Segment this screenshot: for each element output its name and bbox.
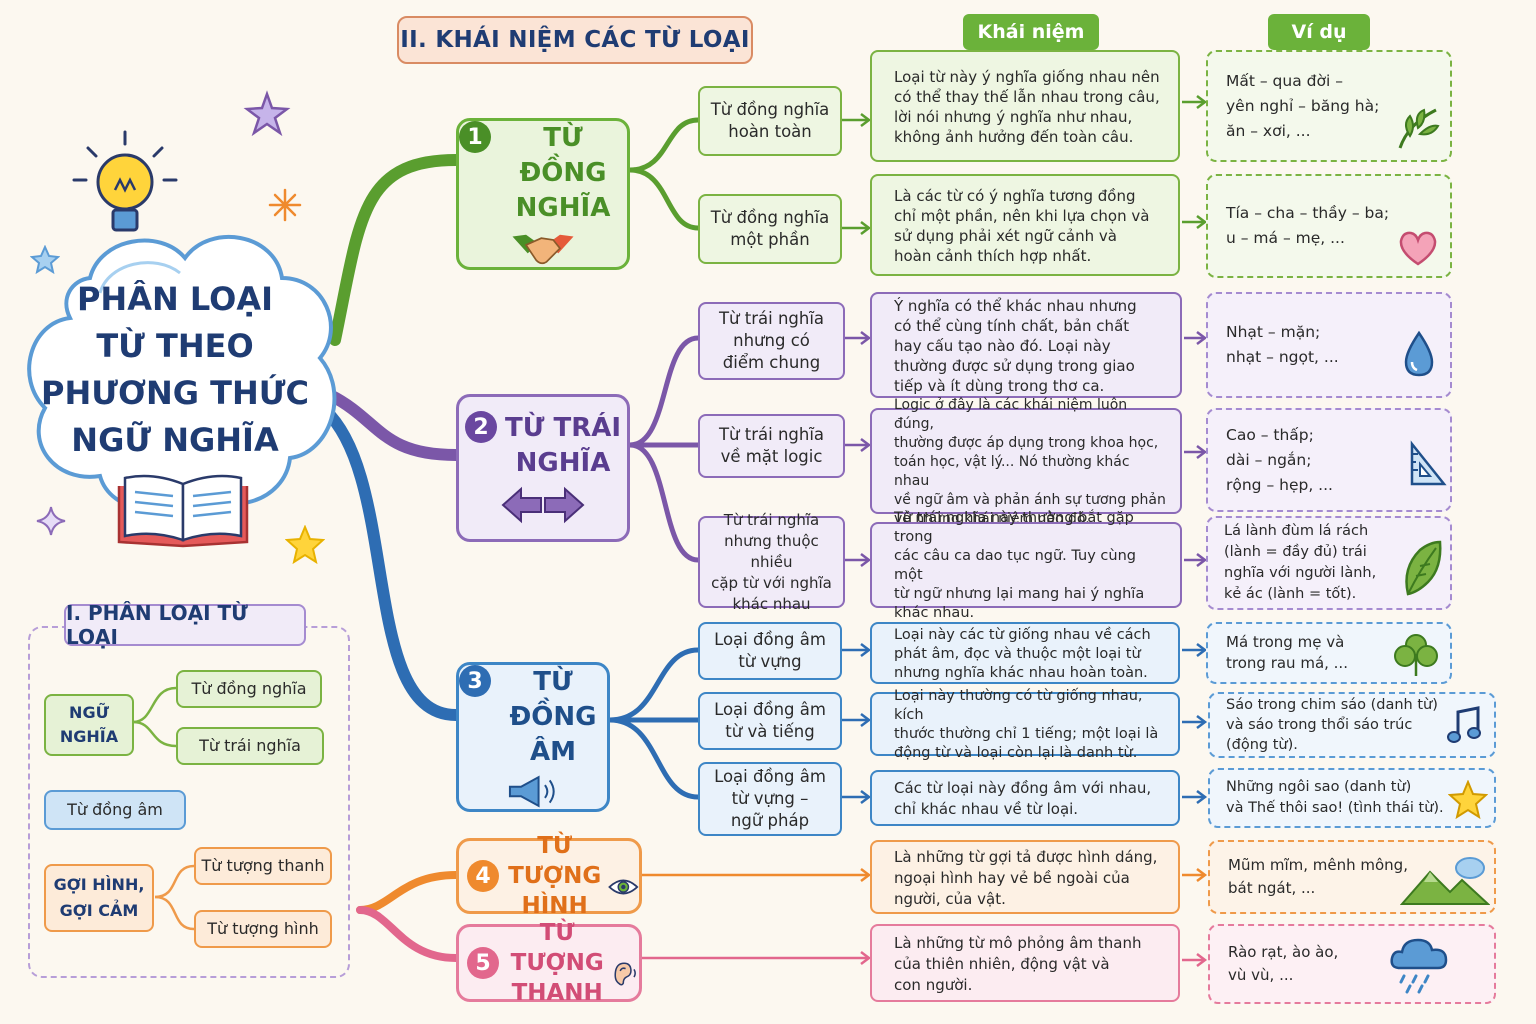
panel-item-homonym[interactable]: Từ đồng âm bbox=[44, 790, 186, 830]
panel-item-onomatopoeia[interactable]: Từ tượng thanh bbox=[194, 847, 332, 885]
example-text: Nhạt – mặn; nhạt – ngọt, ... bbox=[1226, 323, 1339, 366]
center-title-line3: PHƯƠNG THỨC bbox=[41, 374, 309, 412]
example-text: Sáo trong chim sáo (danh từ) và sáo tron… bbox=[1226, 697, 1438, 753]
concept-pictographic: Là những từ gợi tả được hình dáng, ngoại… bbox=[870, 840, 1180, 914]
concept-text: Từ trái nghĩa này thường bắt gặp trong c… bbox=[894, 510, 1145, 621]
ruler-triangle-icon bbox=[1410, 440, 1447, 486]
example-text: Cao – thấp; dài – ngắn; rộng – hẹp, ... bbox=[1226, 425, 1333, 494]
sub-node-antonym-multiple[interactable]: Từ trái nghĩa nhưng thuộc nhiều cặp từ v… bbox=[698, 511, 845, 613]
leaf-icon bbox=[1398, 108, 1440, 149]
concept-onomatopoeia: Là những từ mô phỏng âm thanh của thiên … bbox=[870, 924, 1180, 1002]
sparkle-icon bbox=[268, 188, 302, 222]
column-header-concept: Khái niệm bbox=[963, 14, 1099, 50]
sub-node-synonym-complete[interactable]: Từ đồng nghĩa hoàn toàn bbox=[698, 86, 842, 156]
concept-text: Ý nghĩa có thể khác nhau nhưng có thể cù… bbox=[894, 297, 1137, 395]
center-title-line1: PHÂN LOẠI bbox=[76, 280, 274, 318]
branch-number: 2 bbox=[464, 411, 497, 443]
concept-homonym-lexical: Loại này các từ giống nhau về cách phát … bbox=[870, 622, 1180, 684]
branch-pictographic[interactable]: 4 TỪ TƯỢNG HÌNH bbox=[456, 833, 642, 919]
example-text: Mũm mĩm, mênh mông, bát ngát, ... bbox=[1228, 856, 1408, 897]
branch-number: 1 bbox=[459, 121, 491, 153]
branch-homonym[interactable]: 3 TỪ ĐỒNG ÂM bbox=[456, 662, 610, 812]
concept-text: Là những từ mô phỏng âm thanh của thiên … bbox=[894, 933, 1142, 994]
concept-antonym-common: Ý nghĩa có thể khác nhau nhưng có thể cù… bbox=[870, 292, 1182, 398]
panel-item-synonym[interactable]: Từ đồng nghĩa bbox=[176, 670, 322, 708]
twinkle-icon bbox=[36, 506, 66, 536]
panel-item-antonym[interactable]: Từ trái nghĩa bbox=[176, 727, 324, 765]
branch-title: TỪ TƯỢNG HÌNH bbox=[508, 833, 602, 919]
sub-node-homonym-lexical[interactable]: Loại đồng âm từ vựng bbox=[698, 622, 842, 680]
center-title-line4: NGỮ NGHĨA bbox=[71, 421, 279, 459]
example-text: Tía – cha – thầy – ba; u – má – mẹ, ... bbox=[1226, 204, 1390, 247]
water-drop-icon bbox=[1404, 330, 1434, 377]
branch-synonym[interactable]: 1 TỪ ĐỒNG NGHĨA bbox=[456, 118, 630, 270]
example-synonym-complete: Mất – qua đời – yên nghỉ – băng hà; ăn –… bbox=[1206, 50, 1452, 162]
concept-homonym-grammar: Các từ loại này đồng âm với nhau, chỉ kh… bbox=[870, 770, 1180, 826]
panel-group-imagery[interactable]: GỢI HÌNH, GỢI CẢM bbox=[44, 864, 154, 932]
eye-icon bbox=[608, 879, 639, 895]
branch-onomatopoeia[interactable]: 5 TỪ TƯỢNG THANH bbox=[456, 920, 642, 1006]
panel-item-pictographic[interactable]: Từ tượng hình bbox=[194, 910, 332, 948]
sub-node-synonym-partial[interactable]: Từ đồng nghĩa một phần bbox=[698, 194, 842, 264]
heart-icon bbox=[1399, 231, 1437, 266]
example-synonym-partial: Tía – cha – thầy – ba; u – má – mẹ, ... bbox=[1206, 174, 1452, 278]
sub-node-homonym-word-syllable[interactable]: Loại đồng âm từ và tiếng bbox=[698, 692, 842, 750]
branch-number: 4 bbox=[467, 860, 499, 892]
mountain-icon bbox=[1400, 857, 1490, 905]
example-text: Những ngôi sao (danh từ) và Thế thôi sao… bbox=[1226, 779, 1444, 816]
example-onomatopoeia: Rào rạt, ào ào, vù vù, ... bbox=[1208, 924, 1496, 1004]
panel-title: I. PHÂN LOẠI TỪ LOẠI bbox=[64, 601, 306, 649]
open-book-icon bbox=[117, 474, 249, 548]
concept-synonym-partial: Là các từ có ý nghĩa tương đồng chỉ một … bbox=[870, 174, 1180, 276]
sub-node-antonym-common[interactable]: Từ trái nghĩa nhưng có điểm chung bbox=[698, 302, 845, 380]
sub-node-homonym-grammar[interactable]: Loại đồng âm từ vựng – ngữ pháp bbox=[698, 762, 842, 836]
concept-antonym-logic: Logic ở đây là các khái niệm luôn đúng, … bbox=[870, 397, 1182, 527]
yellow-star-icon bbox=[285, 525, 325, 565]
sub-node-antonym-logic[interactable]: Từ trái nghĩa về mặt logic bbox=[698, 414, 845, 478]
leaf-outline-icon bbox=[1405, 540, 1442, 596]
branch-antonym[interactable]: 2 TỪ TRÁI NGHĨA bbox=[456, 394, 630, 542]
music-note-icon bbox=[1447, 706, 1481, 743]
example-text: Rào rạt, ào ào, vù vù, ... bbox=[1228, 943, 1339, 984]
lightbulb-icon bbox=[72, 130, 178, 232]
concept-text: Là các từ có ý nghĩa tương đồng chỉ một … bbox=[894, 187, 1150, 265]
concept-synonym-complete: Loại từ này ý nghĩa giống nhau nên có th… bbox=[870, 50, 1180, 162]
example-text: Mất – qua đời – yên nghỉ – băng hà; ăn –… bbox=[1226, 71, 1380, 140]
branch-title: TỪ ĐỒNG ÂM bbox=[509, 667, 597, 767]
branch-number: 3 bbox=[459, 665, 491, 697]
center-title-line2: TỪ THEO bbox=[96, 327, 254, 365]
example-text: Má trong mẹ và trong rau má, ... bbox=[1226, 633, 1348, 672]
example-text: Lá lành đùm lá rách (lành = đầy đủ) trái… bbox=[1224, 523, 1377, 602]
concept-text: Các từ loại này đồng âm với nhau, chỉ kh… bbox=[894, 779, 1152, 818]
concept-text: Là những từ gợi tả được hình dáng, ngoại… bbox=[894, 847, 1158, 908]
branch-title: TỪ TƯỢNG THANH bbox=[510, 920, 604, 1006]
concept-homonym-word-syllable: Loại này thường có từ giống nhau, kích t… bbox=[870, 688, 1180, 761]
branch-title: TỪ ĐỒNG NGHĨA bbox=[515, 123, 611, 223]
sparkle-star-icon bbox=[243, 90, 291, 137]
ear-icon bbox=[614, 962, 637, 986]
branch-title: TỪ TRÁI NGHĨA bbox=[504, 413, 622, 478]
rain-cloud-icon bbox=[1390, 938, 1448, 994]
column-header-example: Ví dụ bbox=[1268, 14, 1370, 50]
section-title: II. KHÁI NIỆM CÁC TỪ LOẠI bbox=[397, 16, 753, 64]
small-star-icon bbox=[30, 245, 60, 275]
example-homonym-grammar: Những ngôi sao (danh từ) và Thế thôi sao… bbox=[1208, 768, 1496, 828]
center-title: PHÂN LOẠI TỪ THEO PHƯƠNG THỨC NGỮ NGHĨA bbox=[40, 276, 310, 464]
megaphone-icon bbox=[508, 775, 555, 808]
star-icon bbox=[1448, 780, 1488, 820]
concept-antonym-multiple: Từ trái nghĩa này thường bắt gặp trong c… bbox=[870, 510, 1182, 621]
clover-leaf-icon bbox=[1394, 634, 1438, 676]
handshake-icon bbox=[512, 234, 574, 265]
double-arrow-icon bbox=[501, 486, 585, 524]
branch-number: 5 bbox=[467, 947, 499, 979]
concept-text: Loại này các từ giống nhau về cách phát … bbox=[894, 626, 1151, 681]
example-homonym-word-syllable: Sáo trong chim sáo (danh từ) và sáo tron… bbox=[1208, 692, 1496, 758]
center-cloud bbox=[27, 235, 337, 512]
panel-group-semantic[interactable]: NGỮ NGHĨA bbox=[44, 694, 134, 756]
concept-text: Loại này thường có từ giống nhau, kích t… bbox=[894, 688, 1159, 761]
concept-text: Loại từ này ý nghĩa giống nhau nên có th… bbox=[894, 68, 1160, 146]
